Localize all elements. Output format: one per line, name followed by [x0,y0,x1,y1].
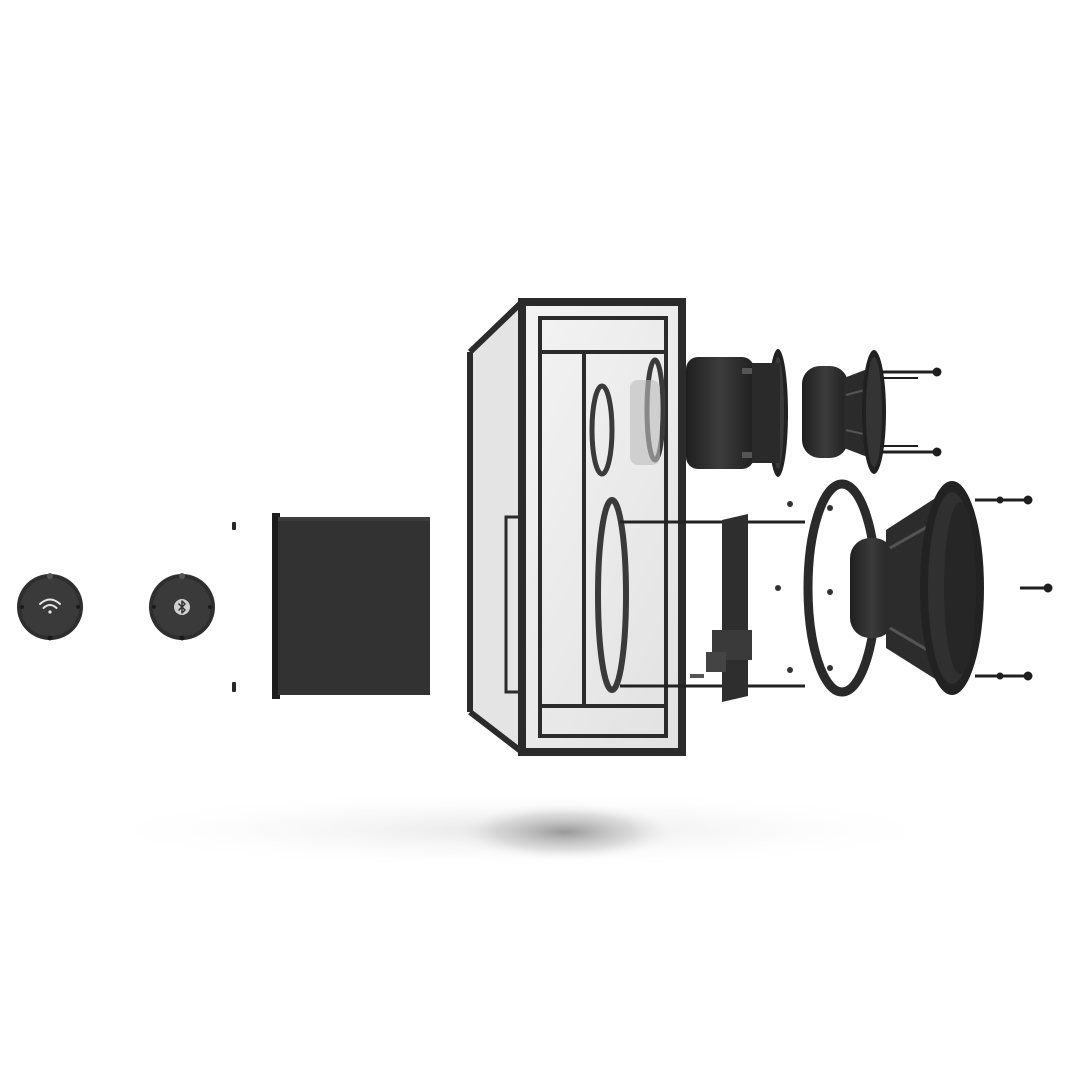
floor-shadow [80,790,960,870]
bluetooth-button-cap [149,573,215,641]
wifi-icon [39,598,61,614]
woofer-driver [850,481,1053,695]
bluetooth-icon [177,600,186,614]
tweeter-horn [630,349,788,477]
cabinet-frame [467,298,686,756]
tweeter-driver [802,350,942,474]
amplifier-board [620,501,805,702]
rear-panel [272,513,430,699]
rear-panel-pins [232,522,236,692]
wifi-button-cap [17,573,83,641]
